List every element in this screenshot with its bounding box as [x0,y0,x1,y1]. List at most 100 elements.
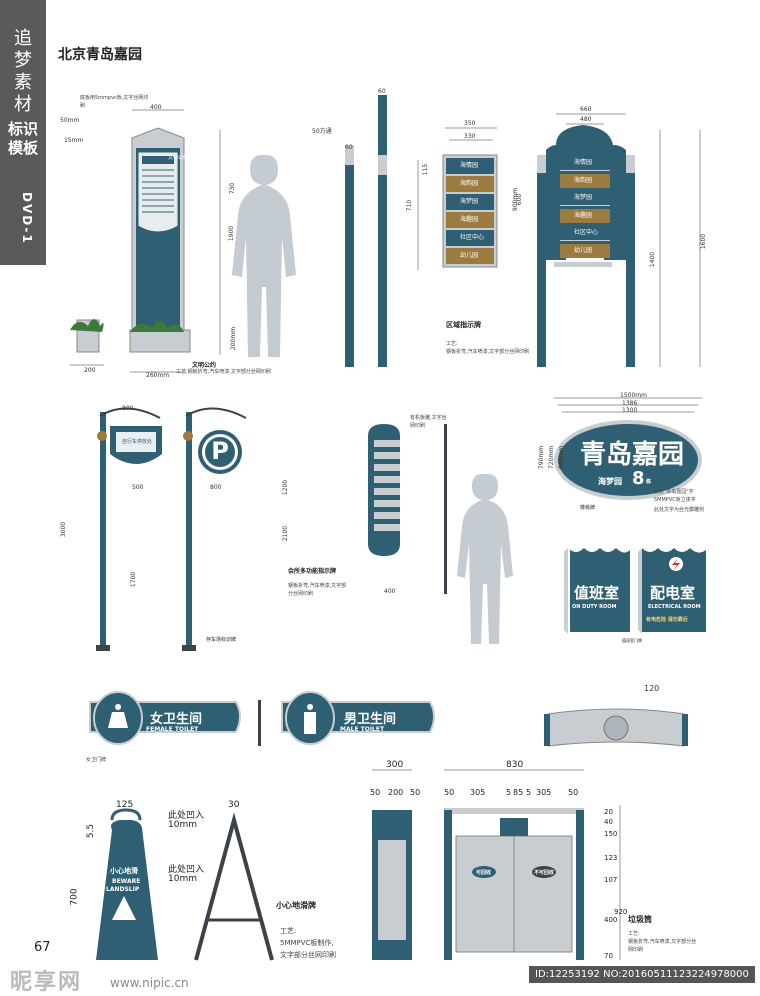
culture-board-caption: 文明公约 [192,362,217,369]
list-item: 幼儿园 [560,244,610,258]
area-dim-5: 115 [422,163,430,176]
trash-process: 工艺: [628,931,640,937]
trash-bin [372,769,621,960]
trash-dim: 5 [506,788,512,797]
area-dim-10: 600 [516,193,524,206]
area-guide-process: 工艺: [446,341,458,347]
list-item: 海情园 [560,156,610,171]
trash-dim: 40 [604,818,613,826]
female-toilet-en: FEMALE TOILET [146,726,199,733]
parking-signs [96,407,247,651]
culture-dim-6: 200 [84,367,96,374]
clubhouse-dim-0: 1200 [282,479,290,496]
area-guide-note: 钢板折弯,汽车喷漆,文字部分丝网印刷 [446,349,530,355]
clubhouse-caption: 会所多功能指示牌 [288,568,337,575]
trash-note: 钢板折弯,汽车喷漆,文字部分丝网印刷 [628,939,697,953]
parking-caption: 存车场标识牌 [206,637,237,643]
culture-board-note: 工艺:钢板折弯,汽车喷漆,文字部分丝网印刷 [176,369,271,375]
trash-dim: 50 [444,788,455,797]
duty-room-en: ON DUTY ROOM [572,604,617,610]
culture-dim-4: 1900 [228,225,236,242]
building-caption: 楼栋牌 [580,505,596,511]
list-item: 海趣园 [560,209,610,223]
culture-dim-3: 730 [229,182,237,195]
trash-dim: 5 [526,788,532,797]
clubhouse-top-note: 有机板雕,文字丝网印刷 [410,415,447,429]
clubhouse-note: 钢板折弯,汽车喷漆,文字部分丝网印刷 [288,583,347,597]
room-caption: 值班室门牌 [622,638,642,643]
slip-dim-0: 125 [116,800,134,810]
building-dim-1: 1386 [622,400,638,407]
trash-dim: 400 [604,916,618,924]
list-item: 海情园 [446,158,494,174]
trash-dim: 150 [604,830,618,838]
slip-annot-2: 此处凹入 [168,865,205,875]
building-note: 此处"青岛嘉园"字5MMPVC板立体字 [654,489,696,503]
trash-dim-top-0: 300 [386,760,404,770]
clubhouse-directory [368,424,513,644]
area-guide-small-list: 海情园 海韵园 海梦园 海趣园 社区中心 幼儿园 [446,158,494,266]
wall-light-dim: 120 [644,684,660,693]
sidebar-subtitle: 标识模板 [8,120,39,157]
slip-en-2: LANDSLIP [106,886,140,893]
trash-dim: 107 [604,876,618,884]
building-note2: 此处文字为丝光膜雕刻 [654,507,705,513]
trash-dim: 70 [604,952,613,960]
parking-dim-2: 800 [210,484,222,491]
toilet-signs [89,691,435,746]
area-dim-1: 60 [345,144,353,151]
area-dim-11: 1400 [649,251,657,268]
area-dim-6: 710 [406,199,414,212]
trash-dim-top-1: 830 [506,760,524,770]
trash-right-label: 不可回收 [534,870,555,876]
list-item: 海梦园 [446,194,494,210]
trash-dim: 50 [568,788,579,797]
parking-bike-text: 自行车停放处 [121,439,152,445]
parking-dim-3: 1700 [130,571,138,588]
area-dim-3: 350 [464,120,476,127]
building-sub: 海梦园 [598,477,622,486]
slip-annot-1: 此处凹入 [168,811,205,821]
parking-dim-4: 3000 [60,521,68,538]
building-num-unit: 栋 [646,479,652,485]
slip-en-1: BEWARE [112,878,141,885]
parking-p-text: P [211,437,229,465]
trash-dim: 305 [470,788,486,797]
slip-note-1: 5MMPVC板制作, [280,939,334,947]
slip-zh: 小心地滑 [110,867,138,875]
clubhouse-dim-2: 400 [384,588,396,595]
power-room-zh: 配电室 [650,584,696,602]
trash-dim: 20 [604,808,613,816]
building-num: 8 [632,468,645,489]
female-toilet-caption: 女卫门牌 [86,757,107,763]
page-title: 北京青岛嘉园 [58,47,142,63]
list-item: 社区中心 [560,226,610,241]
trash-dim: 920 [614,908,628,916]
trash-caption: 垃圾筒 [628,915,652,924]
list-item: 社区中心 [446,230,494,246]
area-guide-large-list: 海情园 海韵园 海梦园 海趣园 社区中心 幼儿园 [560,156,610,261]
trash-dim: 305 [536,788,552,797]
area-dim-7: 660 [580,106,592,113]
male-toilet-en: MALE TOILET [340,726,385,733]
trash-dim: 50 [410,788,421,797]
culture-board [70,109,296,373]
power-room-en: ELECTRICAL ROOM [648,604,701,610]
culture-dim-7: 260mm [146,372,170,379]
slip-process: 工艺: [280,927,297,935]
culture-dim-5: 200mm [230,326,238,351]
watermark-id: ID:12253192 NO:20160511123224978000 [529,966,755,983]
area-dim-8: 480 [580,116,592,123]
building-dim-4: 720mm [548,445,556,470]
clubhouse-dim-1: 2100 [282,525,290,542]
sidebar-dvd: DVD-1 [20,192,34,245]
sidebar-title: 追梦素材 [14,28,32,115]
sidebar: 追梦素材 标识模板 DVD-1 [0,0,46,265]
culture-board-top-note: 底板用5mmpvc板,文字丝网印刷 [80,95,149,109]
culture-dim-2: 15mm [64,137,84,144]
trash-left-label: 可回收 [476,870,492,876]
slip-dim-2: 700 [69,888,80,906]
room-plates [564,548,706,634]
area-guide [345,95,701,367]
